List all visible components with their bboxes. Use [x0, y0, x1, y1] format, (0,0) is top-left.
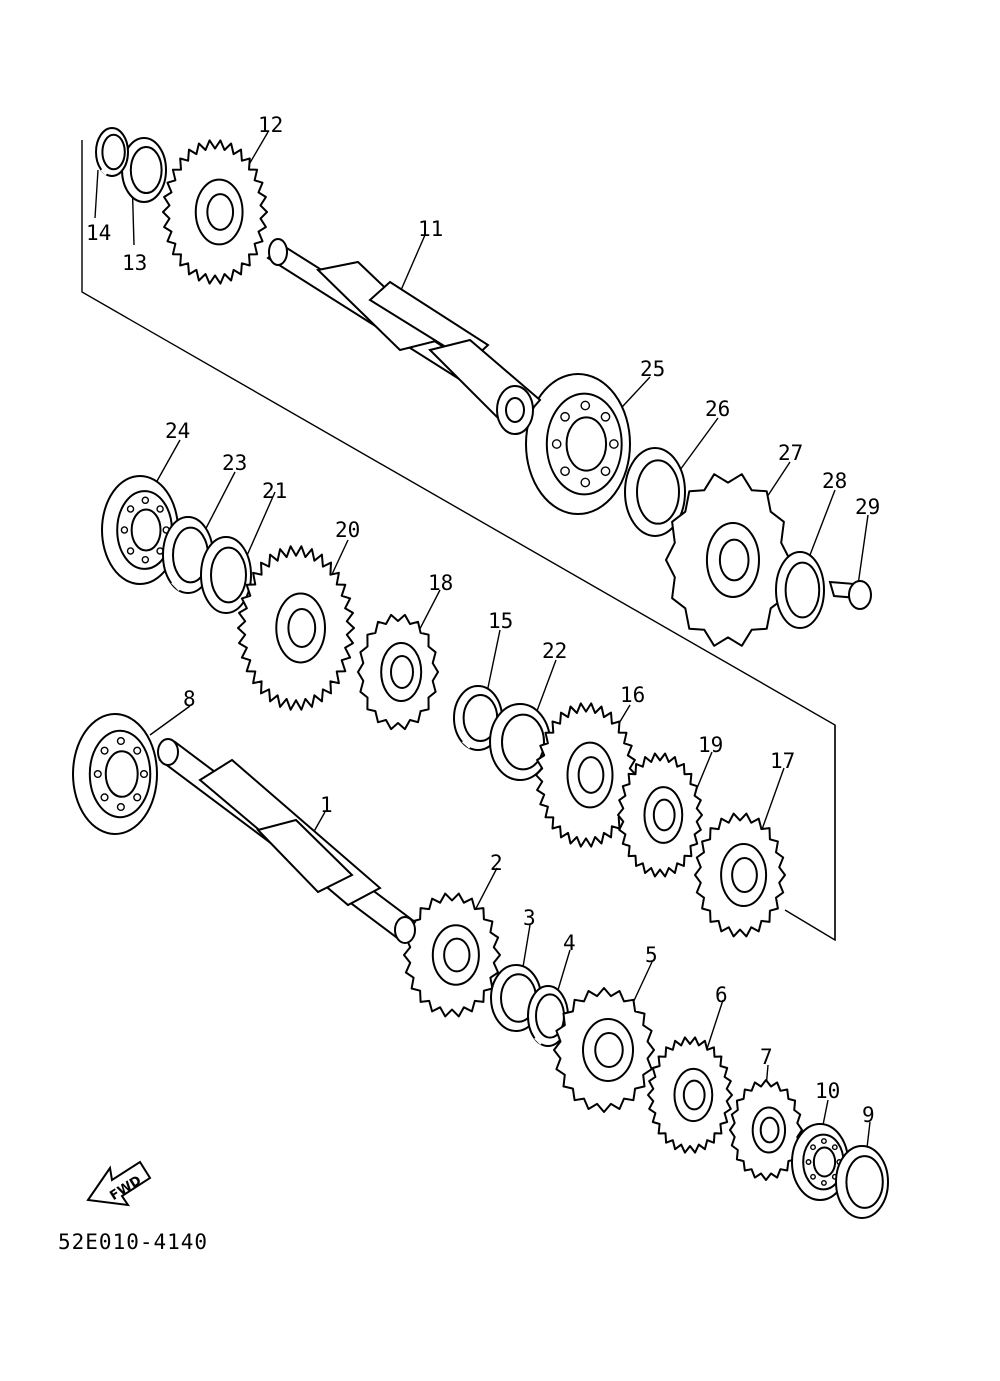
callout-13: 13	[122, 251, 147, 275]
gear-7	[729, 1079, 803, 1181]
gear-12	[162, 139, 268, 285]
fwd-arrow: FWD	[86, 1160, 152, 1207]
oil-seal-26	[624, 447, 686, 537]
gear-6	[647, 1036, 733, 1154]
callout-2: 2	[490, 851, 503, 875]
callout-24: 24	[165, 419, 190, 443]
gear-18	[357, 613, 439, 731]
drive-sprocket-27	[665, 473, 791, 647]
callout-21: 21	[262, 479, 287, 503]
callout-17: 17	[770, 749, 795, 773]
callout-5: 5	[645, 943, 658, 967]
callout-8: 8	[183, 687, 196, 711]
callout-4: 4	[563, 931, 576, 955]
callout-12: 12	[258, 113, 283, 137]
oil-seal-9	[835, 1145, 889, 1219]
gear-20	[237, 545, 355, 711]
group-bracket-outline	[81, 140, 836, 942]
main-axle-shaft-11	[266, 238, 542, 435]
callout-27: 27	[778, 441, 803, 465]
callout-18: 18	[428, 571, 453, 595]
gear-parts	[72, 127, 889, 1219]
callout-25: 25	[640, 357, 665, 381]
bolt-29	[828, 580, 872, 610]
callout-9: 9	[862, 1103, 875, 1127]
callout-14: 14	[86, 221, 111, 245]
callout-6: 6	[715, 983, 728, 1007]
bearing-8	[72, 713, 158, 835]
diagram-code: 52E010-4140	[58, 1230, 209, 1254]
callout-16: 16	[620, 683, 645, 707]
callout-3: 3	[523, 906, 536, 930]
gear-16	[535, 702, 637, 848]
callout-22: 22	[542, 639, 567, 663]
callout-29: 29	[855, 495, 880, 519]
callout-20: 20	[335, 518, 360, 542]
callout-28: 28	[822, 469, 847, 493]
callout-7: 7	[760, 1045, 773, 1069]
bearing-25	[525, 373, 631, 515]
callout-1: 1	[320, 793, 333, 817]
callout-23: 23	[222, 451, 247, 475]
callout-19: 19	[698, 733, 723, 757]
gear-5	[553, 987, 655, 1113]
callout-26: 26	[705, 397, 730, 421]
drive-axle-shaft-1	[157, 738, 417, 944]
circlip-14	[95, 127, 129, 177]
washer-21	[200, 536, 252, 614]
gear-19	[617, 752, 703, 878]
gear-17	[694, 812, 786, 938]
part-callout-labels: 12 14 13 11 25 26 27 28 29 24 23 21 20 1…	[86, 113, 880, 1127]
gear-2	[403, 892, 501, 1018]
lock-washer-28	[775, 551, 825, 629]
callout-15: 15	[488, 609, 513, 633]
callout-11: 11	[418, 217, 443, 241]
bearing-10	[791, 1123, 849, 1201]
callout-10: 10	[815, 1079, 840, 1103]
leader-lines	[94, 131, 871, 1166]
